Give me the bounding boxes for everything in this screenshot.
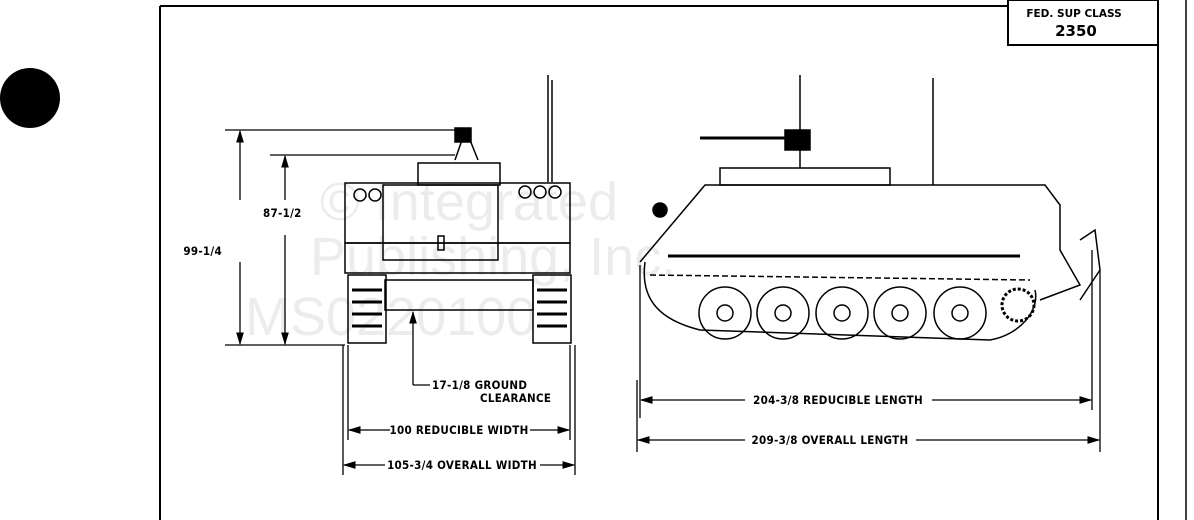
front-view-drawing [344,75,572,344]
watermark: © Integrated Publishing, Inc. MS0220100 [245,172,676,347]
reducible-width-label: 100 REDUCIBLE WIDTH [389,423,528,437]
svg-text:Publishing, Inc.: Publishing, Inc. [310,227,676,287]
overall-height-label: 99-1/4 [183,244,222,258]
height-label: 87-1/2 [263,206,302,220]
page-frame [159,0,1187,520]
class-value: 2350 [1055,22,1097,40]
side-dimensions [636,250,1101,452]
reducible-length-label: 204-3/8 REDUCIBLE LENGTH [753,393,923,407]
fed-sup-class-box: FED. SUP CLASS 2350 [1007,0,1159,46]
ground-clearance-label-2: CLEARANCE [480,391,551,405]
svg-text:© Integrated: © Integrated [320,172,618,232]
overall-width-label: 105-3/4 OVERALL WIDTH [387,458,537,472]
overall-length-label: 209-3/8 OVERALL LENGTH [752,433,909,447]
side-view-drawing [639,75,1101,341]
ground-clearance-label: 17-1/8 GROUND [432,378,527,392]
front-dimensions [225,129,576,475]
binder-hole [0,68,60,128]
svg-text:MS0220100: MS0220100 [245,287,536,347]
class-label: FED. SUP CLASS [1026,8,1121,20]
